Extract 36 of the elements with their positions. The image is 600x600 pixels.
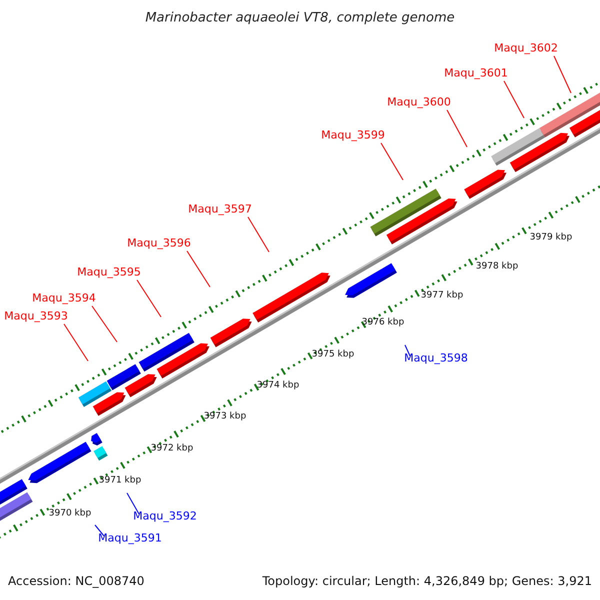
scale-label: 3974 kbp [256, 382, 300, 390]
scale-label: 3970 kbp [48, 510, 92, 518]
gene-label: Maqu_3594 [32, 292, 96, 304]
leader-line [64, 324, 88, 362]
scale-label: 3972 kbp [150, 444, 194, 454]
leader-line [94, 524, 104, 536]
scale-label: 3978 kbp [476, 262, 518, 272]
leader-line [186, 250, 210, 288]
gene-label: Maqu_3592 [133, 510, 197, 522]
scale-label: 3979 kbp [530, 234, 572, 242]
leader-line [380, 142, 404, 180]
gene-label: Maqu_3599 [321, 130, 385, 140]
scale-label: 3975 kbp [312, 350, 354, 360]
gene-label: Maqu_3593 [4, 310, 68, 322]
leader-line [504, 80, 524, 118]
leader-line [446, 110, 468, 148]
leader-line [92, 306, 118, 342]
scale-label: 3971 kbp [98, 476, 142, 486]
info-text: Topology: circular; Length: 4,326,849 bp; Genes: 3,921 [262, 575, 592, 587]
gene-label: Maqu_3600 [387, 96, 451, 108]
leader-line [136, 280, 162, 318]
scale-label: 3973 kbp [204, 412, 246, 422]
gene-label: Maqu_3591 [98, 532, 162, 544]
leader-line [554, 56, 572, 94]
gene-label: Maqu_3595 [77, 266, 141, 278]
leader-line [126, 492, 140, 514]
gene-label: Maqu_3598 [404, 352, 468, 364]
info-text: Accession: NC_008740 [8, 575, 144, 587]
gene-label: Maqu_3602 [494, 42, 558, 54]
gene-label: Maqu_3601 [444, 68, 508, 78]
scale-label: 3977 kbp [420, 292, 464, 300]
leader-line [248, 216, 270, 252]
gene-label: Maqu_3596 [127, 238, 191, 248]
leader-line [404, 344, 410, 356]
title: Marinobacter aquaeolei VT8, complete genome [145, 12, 455, 24]
gene-label: Maqu_3597 [188, 204, 252, 214]
